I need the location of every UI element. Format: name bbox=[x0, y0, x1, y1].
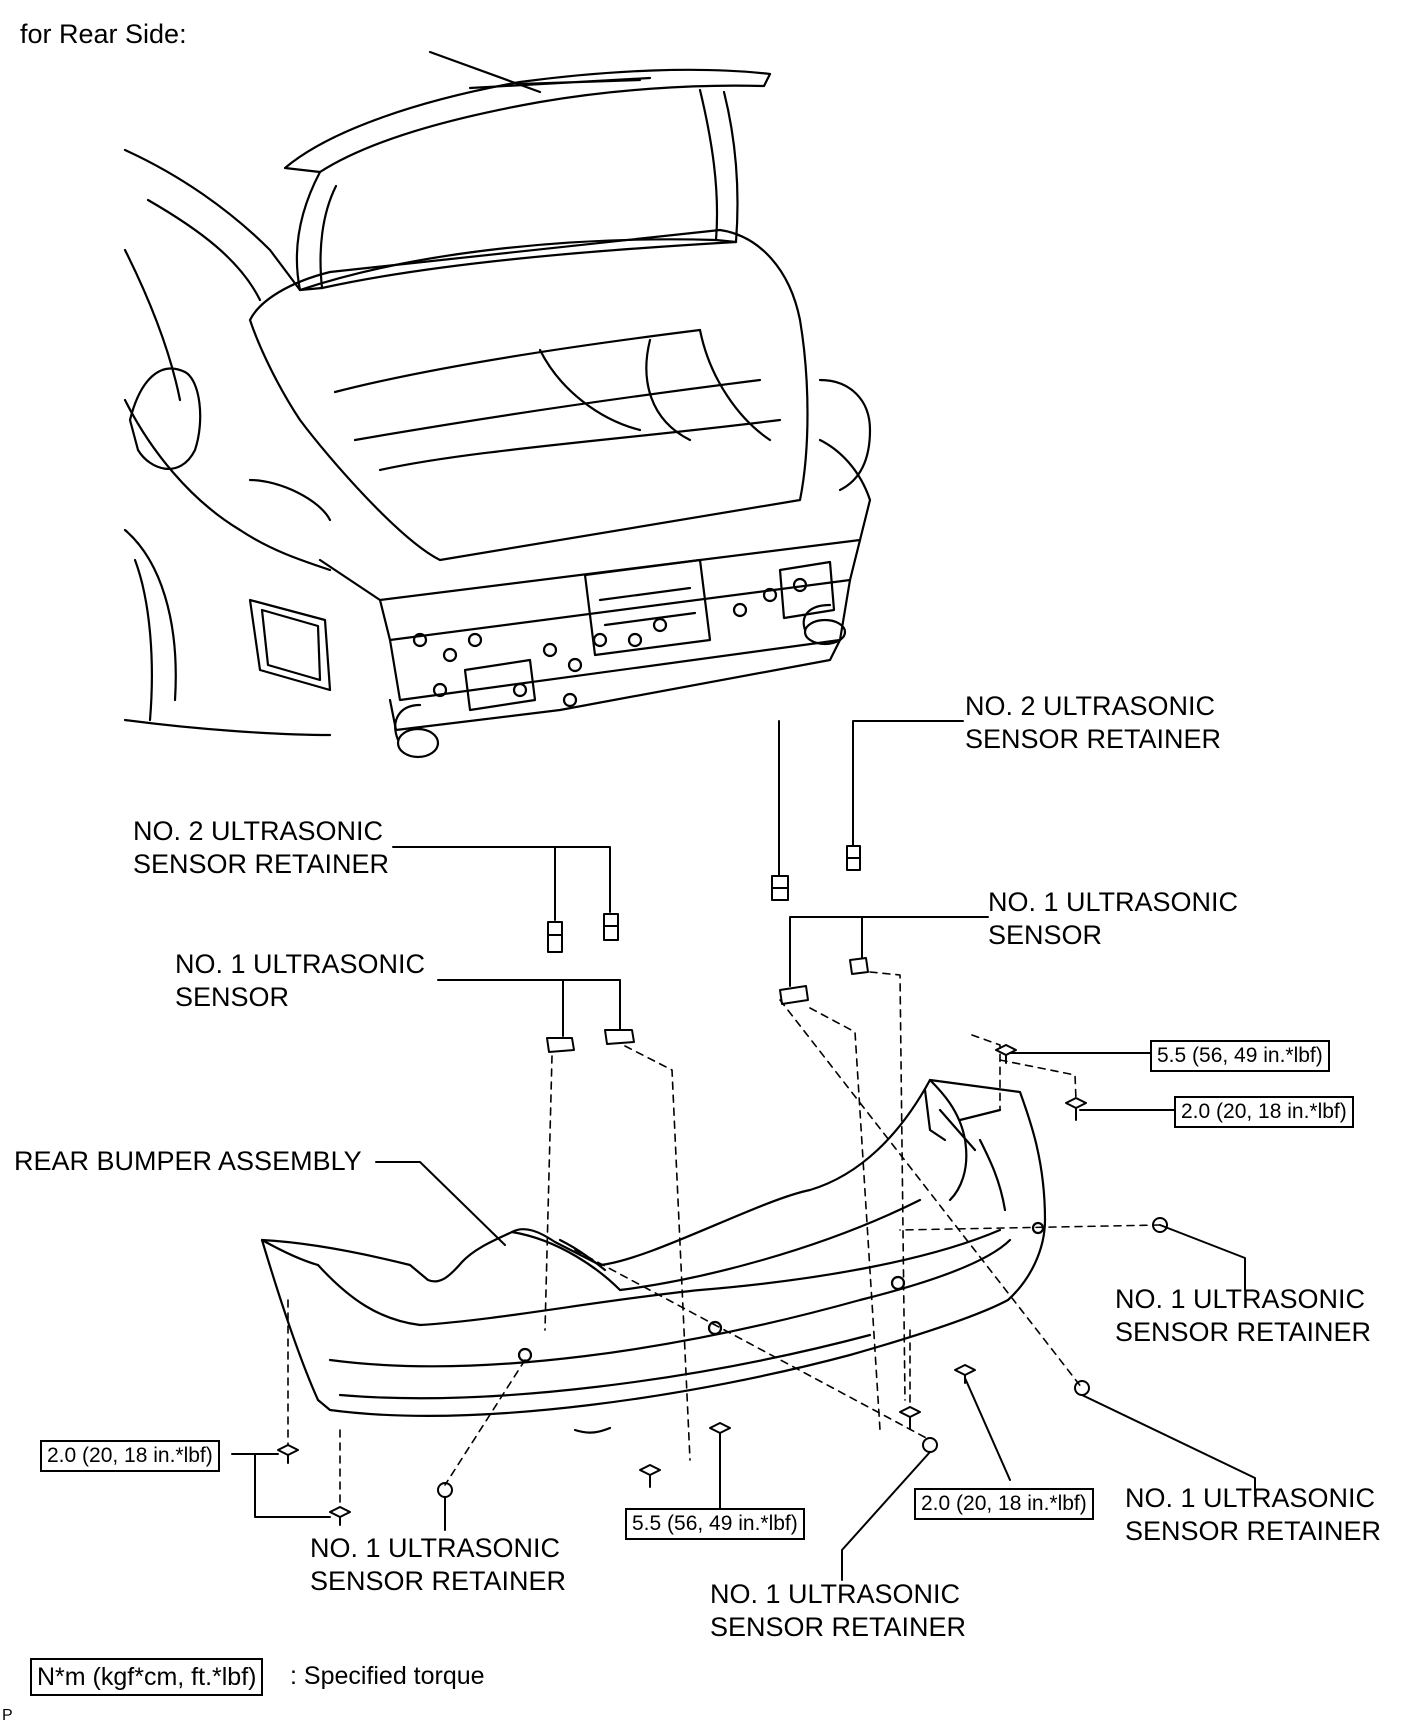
callout-no1-retainer-right: NO. 1 ULTRASONIC SENSOR RETAINER bbox=[1115, 1283, 1371, 1349]
callout-line: NO. 1 ULTRASONIC bbox=[1115, 1284, 1366, 1314]
legend-unit-box: N*m (kgf*cm, ft.*lbf) bbox=[30, 1658, 264, 1696]
callout-no2-retainer-top: NO. 2 ULTRASONIC SENSOR RETAINER bbox=[965, 690, 1221, 756]
callout-line: NO. 1 ULTRASONIC bbox=[310, 1533, 561, 1563]
torque-box-left: 2.0 (20, 18 in.*lbf) bbox=[40, 1440, 220, 1472]
callout-line: SENSOR RETAINER bbox=[965, 724, 1222, 754]
dashed-lines bbox=[287, 971, 1161, 1506]
torque-box-bottom-center: 5.5 (56, 49 in.*lbf) bbox=[625, 1508, 805, 1540]
callout-no1-retainer-lowcenter: NO. 1 ULTRASONIC SENSOR RETAINER bbox=[710, 1578, 966, 1644]
torque-box-top-right-lower: 2.0 (20, 18 in.*lbf) bbox=[1174, 1096, 1354, 1128]
leader-lines bbox=[231, 720, 1256, 1581]
callout-line: NO. 1 ULTRASONIC bbox=[1125, 1483, 1376, 1513]
parts bbox=[277, 845, 1168, 1526]
torque-box-bottom-right: 2.0 (20, 18 in.*lbf) bbox=[914, 1488, 1094, 1520]
callout-line: SENSOR RETAINER bbox=[1115, 1317, 1372, 1347]
callout-line: SENSOR bbox=[988, 920, 1103, 950]
callout-no1-retainer-lowright: NO. 1 ULTRASONIC SENSOR RETAINER bbox=[1125, 1482, 1381, 1548]
callout-no1-retainer-lowleft: NO. 1 ULTRASONIC SENSOR RETAINER bbox=[310, 1532, 566, 1598]
callout-no1-sensor-right: NO. 1 ULTRASONIC SENSOR bbox=[988, 886, 1238, 952]
callout-line: NO. 1 ULTRASONIC bbox=[175, 949, 426, 979]
callout-line: NO. 2 ULTRASONIC bbox=[965, 691, 1216, 721]
callout-line: SENSOR RETAINER bbox=[310, 1566, 567, 1596]
legend-description: : Specified torque bbox=[290, 1662, 485, 1690]
rear-bumper-drawing bbox=[260, 1078, 1047, 1434]
car-illustration bbox=[123, 50, 872, 759]
callout-no2-retainer-left: NO. 2 ULTRASONIC SENSOR RETAINER bbox=[133, 815, 389, 881]
page-title: for Rear Side: bbox=[20, 19, 187, 49]
callout-line: NO. 1 ULTRASONIC bbox=[710, 1579, 961, 1609]
footer-code: P bbox=[2, 1707, 13, 1724]
callout-no1-sensor-left: NO. 1 ULTRASONIC SENSOR bbox=[175, 948, 425, 1014]
callout-line: NO. 1 ULTRASONIC bbox=[988, 887, 1239, 917]
torque-box-top-right-upper: 5.5 (56, 49 in.*lbf) bbox=[1150, 1040, 1330, 1072]
callout-line: SENSOR RETAINER bbox=[1125, 1516, 1382, 1546]
callout-line: SENSOR RETAINER bbox=[133, 849, 390, 879]
callout-line: NO. 2 ULTRASONIC bbox=[133, 816, 384, 846]
callout-line: SENSOR RETAINER bbox=[710, 1612, 967, 1642]
callout-line: SENSOR bbox=[175, 982, 290, 1012]
callout-rear-bumper: REAR BUMPER ASSEMBLY bbox=[14, 1146, 362, 1176]
